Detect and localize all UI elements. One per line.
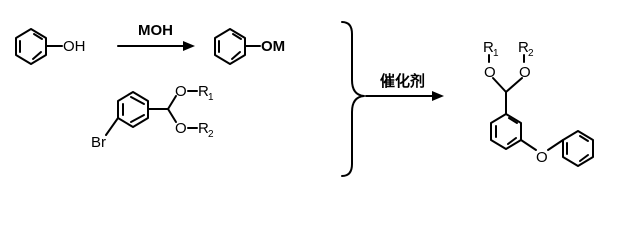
product-r1-label: R (483, 39, 494, 56)
phenol-structure: OH (15, 28, 86, 65)
arrow-head (432, 91, 444, 101)
bromine-label: Br (91, 134, 106, 151)
product-r2-label: R (518, 39, 529, 56)
acetal-r2-label: R (198, 120, 209, 137)
product-ring2-double-bond (579, 135, 589, 142)
phenol-oh-label: OH (63, 38, 86, 55)
product-ring-double-bond (508, 117, 518, 124)
reaction-scheme: OH MOH OM Br O R 1 O R 2 催化剂 (15, 21, 594, 177)
phenoxide-benzene-ring (214, 28, 246, 65)
base-reagent-label: MOH (138, 22, 173, 39)
curly-brace (341, 21, 365, 177)
phenol-ring-double-bond (33, 33, 43, 40)
catalyst-label: 催化剂 (380, 72, 425, 90)
product-ring-double-bond (507, 137, 517, 145)
acetal-oxygen-2: O (175, 120, 187, 137)
acetal-oxygen-1: O (175, 83, 187, 100)
acetal-c-o-bond (167, 95, 177, 110)
c-br-bond (105, 117, 119, 136)
acetal-r2-subscript: 2 (208, 129, 214, 140)
phenol-ring-double-bond (32, 51, 42, 60)
ether-oxygen: O (536, 149, 548, 166)
acetal-c-o-bond (492, 77, 507, 93)
catalyst-reaction-arrow: 催化剂 (365, 72, 444, 101)
acetal-c-o-bond (505, 77, 523, 93)
phenol-benzene-ring (15, 28, 47, 65)
ring-ether-o-bond (520, 139, 537, 151)
aryl-bromide-ring-double-bond (130, 114, 145, 123)
phenoxide-ring-double-bond (231, 51, 241, 60)
product-benzene-ring-1 (490, 113, 522, 150)
arrow-head (183, 41, 195, 51)
product-oxygen-2: O (519, 64, 531, 81)
product-r1-subscript: 1 (493, 48, 499, 59)
product-r2-subscript: 2 (528, 48, 534, 59)
acetal-r1-subscript: 1 (208, 92, 214, 103)
acetal-c-o-bond (167, 108, 177, 123)
phenoxide-ring-double-bond (232, 33, 242, 40)
phenoxide-structure: OM (214, 28, 285, 65)
product-ring2-double-bond (579, 154, 589, 162)
phenoxide-om-label: OM (261, 38, 285, 55)
aryl-bromide-benzene-ring (117, 91, 149, 128)
product-structure: R 1 O R 2 O O (483, 39, 594, 167)
product-benzene-ring-2 (562, 130, 594, 167)
aryl-bromide-ring-double-bond (130, 96, 145, 105)
acetal-r1-label: R (198, 83, 209, 100)
ether-o-ring-bond (547, 139, 564, 151)
product-oxygen-1: O (484, 64, 496, 81)
base-reaction-arrow: MOH (117, 22, 195, 51)
aryl-bromide-structure: Br O R 1 O R 2 (91, 83, 214, 151)
